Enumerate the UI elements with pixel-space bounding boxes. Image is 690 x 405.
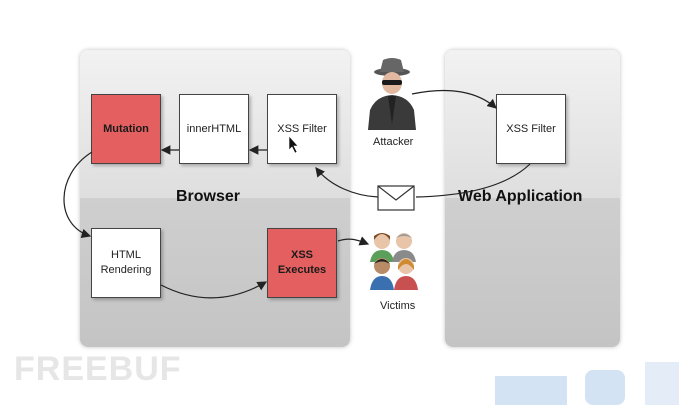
watermark-decoration (495, 362, 679, 405)
mutation-box: Mutation (91, 94, 161, 164)
arrow-rendering-to-executes (160, 281, 268, 299)
freebuf-watermark: FREEBUF (14, 350, 182, 388)
arrow-envelope-to-browser-filter (315, 167, 379, 198)
arrow-mutation-to-rendering (63, 151, 93, 239)
innerhtml-box: innerHTML (179, 94, 249, 164)
web-application-title: Web Application (458, 188, 583, 205)
envelope-icon (377, 185, 415, 211)
arrow-webapp-to-envelope (415, 163, 531, 198)
xss-executes-box: XSS Executes (267, 228, 337, 298)
arrow-attacker-to-webapp (411, 89, 497, 109)
attacker-label: Attacker (373, 136, 414, 148)
browser-xss-filter-box: XSS Filter (267, 94, 337, 164)
arrow-executes-to-victims (337, 236, 370, 246)
web-application-panel (445, 50, 620, 347)
web-application-panel-bottom (445, 198, 620, 347)
victims-group-icon (370, 233, 418, 290)
browser-title: Browser (176, 188, 241, 205)
victims-label: Victims (380, 300, 416, 312)
html-rendering-box: HTML Rendering (91, 228, 161, 298)
webapp-xss-filter-box: XSS Filter (496, 94, 566, 164)
spy-attacker-icon (368, 58, 416, 130)
cursor-icon (288, 135, 299, 154)
